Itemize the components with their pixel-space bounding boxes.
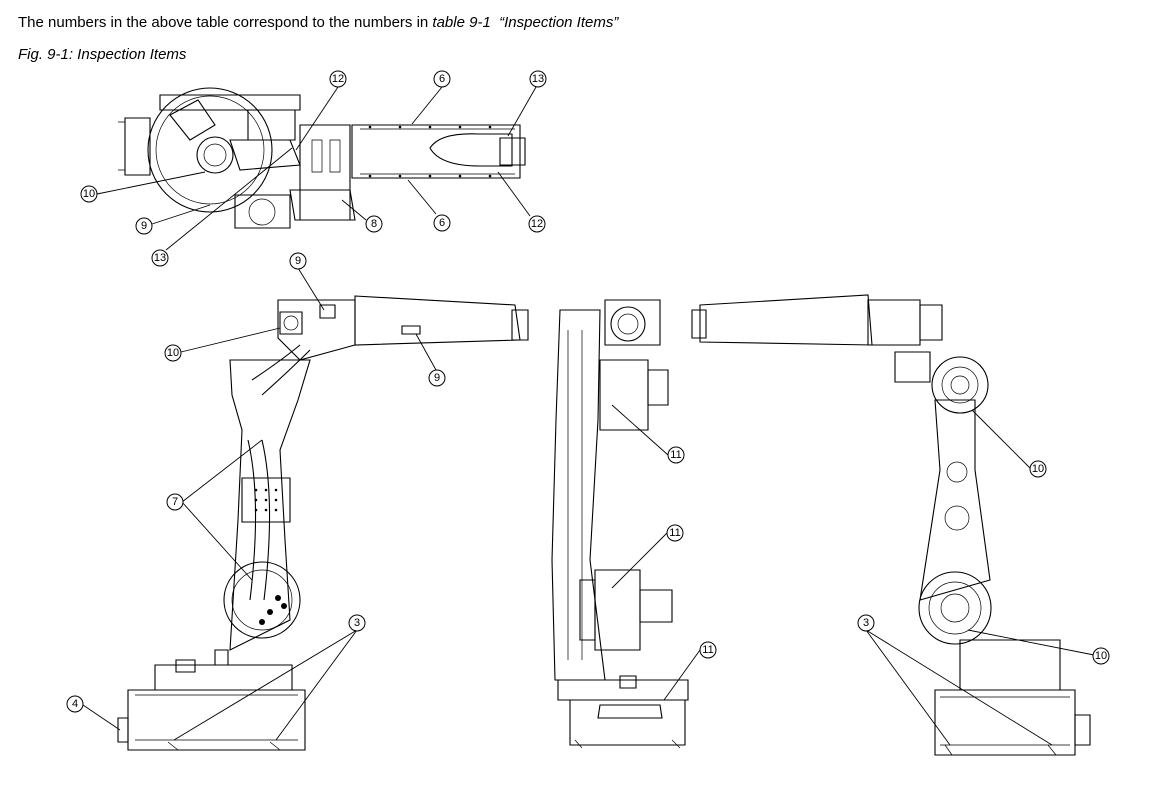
callout-6: 6 <box>433 214 451 232</box>
robot-top-view <box>118 87 526 229</box>
callout-10: 10 <box>80 185 98 203</box>
callout-10: 10 <box>1029 460 1047 478</box>
callout-13: 13 <box>151 249 169 267</box>
intro-text: The numbers in the above table correspon… <box>18 14 618 31</box>
svg-text:3: 3 <box>354 617 360 629</box>
svg-text:10: 10 <box>167 347 179 359</box>
svg-text:11: 11 <box>702 644 713 656</box>
svg-text:6: 6 <box>439 73 445 85</box>
robot-left-view <box>117 295 529 751</box>
table-title-reference: “Inspection Items” <box>499 14 619 31</box>
svg-text:11: 11 <box>669 527 680 539</box>
callout-12: 12 <box>528 215 546 233</box>
svg-text:9: 9 <box>141 220 147 232</box>
right-view-leaders <box>865 409 1095 746</box>
callout-markers: 12 6 13 10 9 13 8 6 12 9 10 9 7 3 4 11 1… <box>66 70 1110 713</box>
callout-10: 10 <box>164 344 182 362</box>
svg-text:3: 3 <box>863 617 869 629</box>
callout-9: 9 <box>289 252 307 270</box>
svg-text:6: 6 <box>439 217 445 229</box>
robot-right-view <box>691 294 1091 756</box>
callout-3: 3 <box>857 614 875 632</box>
callout-10: 10 <box>1092 647 1110 665</box>
callout-6: 6 <box>433 70 451 88</box>
top-view-leaders <box>96 86 537 251</box>
svg-text:7: 7 <box>172 496 178 508</box>
svg-text:13: 13 <box>532 73 544 85</box>
callout-12: 12 <box>329 70 347 88</box>
svg-text:10: 10 <box>83 188 95 200</box>
callout-8: 8 <box>365 215 383 233</box>
callout-11: 11 <box>666 524 684 542</box>
svg-text:9: 9 <box>434 372 440 384</box>
callout-13: 13 <box>529 70 547 88</box>
svg-text:10: 10 <box>1095 650 1107 662</box>
callout-9: 9 <box>428 369 446 387</box>
svg-text:8: 8 <box>371 218 377 230</box>
table-reference: table 9-1 <box>432 14 491 31</box>
figure-caption: Fig. 9-1: Inspection Items <box>18 46 187 63</box>
callout-11: 11 <box>699 641 717 659</box>
callout-4: 4 <box>66 695 84 713</box>
intro-prefix: The numbers in the above table correspon… <box>18 14 433 31</box>
svg-text:11: 11 <box>670 449 681 461</box>
callout-11: 11 <box>667 446 685 464</box>
robot-front-view <box>551 299 689 749</box>
svg-text:13: 13 <box>154 252 166 264</box>
svg-text:12: 12 <box>531 218 543 230</box>
svg-text:9: 9 <box>295 255 301 267</box>
svg-text:10: 10 <box>1032 463 1044 475</box>
left-view-leaders <box>82 267 437 741</box>
callout-9: 9 <box>135 217 153 235</box>
svg-text:4: 4 <box>72 698 78 710</box>
callout-3: 3 <box>348 614 366 632</box>
callout-7: 7 <box>166 493 184 511</box>
front-view-leaders <box>611 404 701 701</box>
svg-text:12: 12 <box>332 73 344 85</box>
